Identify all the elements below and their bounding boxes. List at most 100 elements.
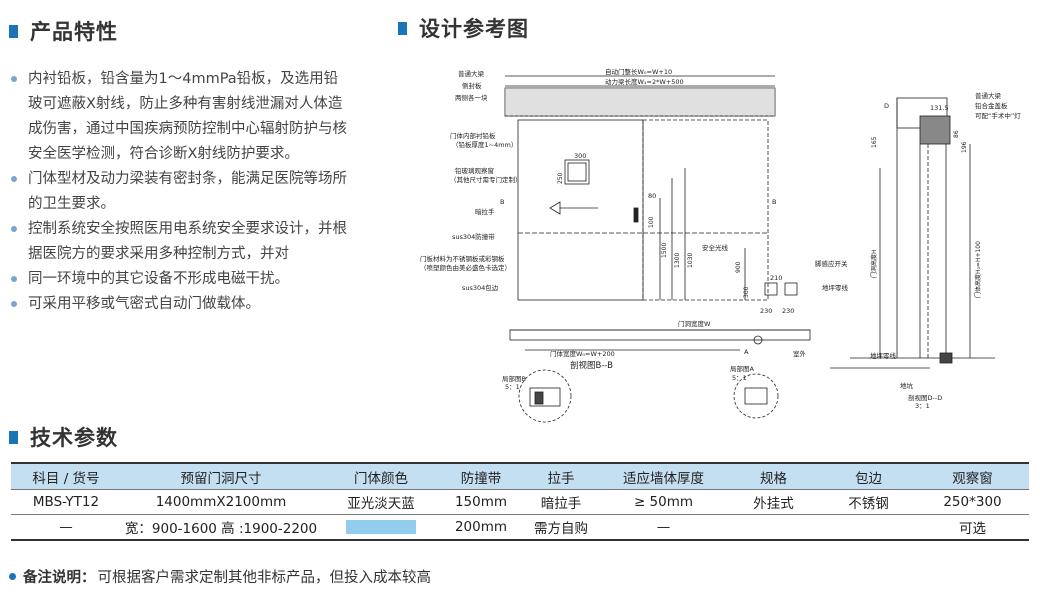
feature-item: 可采用平移或气密式自动门做载体。 bbox=[10, 292, 348, 317]
drawing-dim-frame-w: 门体宽度W₀=W+200 bbox=[550, 349, 615, 358]
feature-list: 内衬铅板，铅含量为1～4mmPa铅板，及选用铅玻可遮蔽X射线，防止多种有害射线泄… bbox=[10, 67, 348, 317]
table-cell: 可选 bbox=[916, 514, 1029, 541]
drawing-label-beam-r: 普通大梁 bbox=[975, 91, 1002, 100]
drawing-dim-300b: 300 bbox=[743, 286, 750, 298]
drawing-dim-100: 100 bbox=[648, 216, 655, 228]
table-cell: 宽：900-1600 高 :1900-2200 bbox=[121, 514, 321, 541]
drawing-label-floor-r: 地坪零线 bbox=[870, 351, 897, 360]
table-cell: 外挂式 bbox=[726, 489, 821, 515]
table-cell: 250*300 bbox=[916, 489, 1029, 515]
drawing-label-edge: sus304包边 bbox=[462, 283, 499, 292]
drawing-dim-opening-w: 门洞宽度W bbox=[678, 319, 711, 328]
table-cell: MBS-YT12 bbox=[11, 489, 121, 515]
table-cell: 需方自购 bbox=[521, 514, 601, 541]
drawing-dim-beam-len: 动力梁长度W₁=2*W+500 bbox=[605, 77, 684, 86]
table-header-row: 科目 / 货号 预留门洞尺寸 门体颜色 防撞带 拉手 适应墙体厚度 规格 包边 … bbox=[11, 462, 1029, 490]
drawing-label-lead-lining-2: （铅板厚度1~4mm） bbox=[452, 140, 517, 149]
drawing-dim-165: 165 bbox=[871, 136, 878, 148]
door-left-panel bbox=[517, 119, 644, 301]
drawing-mark-b: B bbox=[772, 198, 776, 206]
table-cell: — bbox=[11, 514, 121, 541]
drawing-label-panel-1: 门板材料为不锈钢板或彩钢板 bbox=[420, 254, 505, 263]
drawing-mark-b: B bbox=[500, 198, 504, 206]
drawing-label-ground: 地坑 bbox=[900, 381, 914, 390]
params-table: 科目 / 货号 预留门洞尺寸 门体颜色 防撞带 拉手 适应墙体厚度 规格 包边 … bbox=[11, 462, 1029, 541]
drawing-dim-230a: 230 bbox=[760, 307, 772, 315]
drawing-label-handle: 暗拉手 bbox=[475, 207, 495, 216]
drawing-label-config: 可配“手术中”灯 bbox=[975, 111, 1021, 120]
note: 备注说明： 可根据客户需求定制其他非标产品，但投入成本较高 bbox=[9, 566, 431, 587]
col-header: 门体颜色 bbox=[321, 462, 441, 490]
drawing-dim-300: 300 bbox=[574, 152, 586, 160]
observation-window bbox=[564, 159, 590, 185]
col-header: 防撞带 bbox=[441, 462, 521, 490]
table-cell: 200mm bbox=[441, 514, 521, 541]
drawing-label-foot-switch: 脚感应开关 bbox=[815, 259, 848, 268]
table-cell: 不锈钢 bbox=[821, 489, 916, 515]
feature-item: 同一环境中的其它设备不形成电磁干扰。 bbox=[10, 267, 348, 292]
feature-item: 控制系统安全按照医用电系统安全要求设计，并根据医院方的要求采用多种控制方式，并对 bbox=[10, 217, 348, 267]
drawing-label-panel-2: （喷塑颜色由美必盛色卡选定） bbox=[420, 263, 511, 272]
table-cell: 暗拉手 bbox=[521, 489, 601, 515]
table-row: — 宽：900-1600 高 :1900-2200 200mm 需方自购 — 可… bbox=[11, 514, 1029, 541]
design-drawing: 普通大梁 侧封板 两侧各一块 自动门整长W₀=W+10 动力梁长度W₁=2*W+… bbox=[410, 58, 1040, 443]
drawing-label-window-2: （其他尺寸需专门定制） bbox=[450, 175, 522, 184]
door-right-panel bbox=[642, 119, 769, 301]
drawing-label-detail-b-scale: 5：1 bbox=[505, 383, 520, 391]
section-title-features: 产品特性 bbox=[9, 16, 118, 46]
drawing-dim-196: 196 bbox=[961, 141, 968, 153]
drawing-dim-230b: 230 bbox=[782, 307, 794, 315]
note-label: 备注说明： bbox=[23, 570, 96, 586]
drawing-dim-210: 210 bbox=[770, 274, 782, 282]
drawing-label-safety-beam: 安全光线 bbox=[702, 243, 729, 252]
table-cell bbox=[726, 514, 821, 541]
drawing-label-window-1: 铅玻璃观察窗 bbox=[455, 166, 494, 175]
features-title: 产品特性 bbox=[30, 20, 118, 44]
feature-item: 内衬铅板，铅含量为1～4mmPa铅板，及选用铅玻可遮蔽X射线，防止多种有害射线泄… bbox=[10, 67, 348, 167]
feature-item: 门体型材及动力梁装有密封条，能满足医院等场所的卫生要求。 bbox=[10, 167, 348, 217]
drawing-dim-80: 80 bbox=[648, 192, 656, 200]
drawing-label-section-dd-scale: 3：1 bbox=[915, 402, 930, 410]
note-text: 可根据客户需求定制其他非标产品，但投入成本较高 bbox=[97, 570, 432, 586]
params-title: 技术参数 bbox=[30, 426, 118, 450]
col-header: 预留门洞尺寸 bbox=[121, 462, 321, 490]
drawing-dim-900: 900 bbox=[735, 261, 742, 273]
section-marker-icon bbox=[9, 24, 18, 38]
drawing-label-section-dd: 剖视图D--D bbox=[908, 393, 942, 402]
table-cell: 亚光淡天蓝 bbox=[321, 489, 441, 515]
drawing-label-detail-a: 局部图A bbox=[730, 364, 755, 373]
table-row: MBS-YT12 1400mmX2100mm 亚光淡天蓝 150mm 暗拉手 ≥… bbox=[11, 489, 1029, 515]
section-marker-icon bbox=[398, 21, 407, 35]
color-swatch bbox=[346, 520, 416, 534]
section-title-design: 设计参考图 bbox=[398, 13, 529, 43]
drawing-label-beam: 普通大梁 bbox=[458, 69, 485, 78]
drawing-label-lead-lining-1: 门体内部衬铅板 bbox=[450, 131, 496, 140]
table-cell: 1400mmX2100mm bbox=[121, 489, 321, 515]
drawing-dim-1030: 1030 bbox=[687, 253, 694, 268]
drawing-label-outdoor: 室外 bbox=[793, 349, 807, 358]
col-header: 拉手 bbox=[521, 462, 601, 490]
drawing-label-detail-b: 局部图B bbox=[502, 374, 526, 383]
drawing-mark-a: A bbox=[744, 348, 749, 356]
technical-drawing-svg: 普通大梁 侧封板 两侧各一块 自动门整长W₀=W+10 动力梁长度W₁=2*W+… bbox=[420, 67, 1021, 423]
drawing-label-detail-a-scale: 5：1 bbox=[732, 374, 747, 382]
drawing-dim-250: 250 bbox=[557, 172, 564, 184]
drawing-dim-86: 86 bbox=[953, 130, 960, 138]
drawing-dim-door-h: 门洞高度H bbox=[870, 249, 878, 278]
section-marker-icon bbox=[9, 430, 18, 444]
drawing-label-bumper: sus304防撞带 bbox=[452, 232, 495, 241]
drawing-label-side-block: 两侧各一块 bbox=[455, 93, 488, 102]
design-title: 设计参考图 bbox=[419, 17, 529, 41]
drawing-label-section-bb: 剖视图B--B bbox=[570, 360, 613, 371]
section-title-params: 技术参数 bbox=[9, 422, 118, 452]
drawing-dim-131: 131.5 bbox=[930, 104, 949, 112]
drawing-dim-frame-h: 门体高度H₀=H+100 bbox=[974, 241, 982, 298]
col-header: 观察窗 bbox=[916, 462, 1029, 490]
col-header: 适应墙体厚度 bbox=[601, 462, 726, 490]
table-cell: — bbox=[601, 514, 726, 541]
drawing-label-lead-box: 铅合金盖板 bbox=[975, 101, 1008, 110]
col-header: 包边 bbox=[821, 462, 916, 490]
col-header: 规格 bbox=[726, 462, 821, 490]
drawing-dim-1300: 1300 bbox=[674, 253, 681, 268]
table-cell bbox=[821, 514, 916, 541]
